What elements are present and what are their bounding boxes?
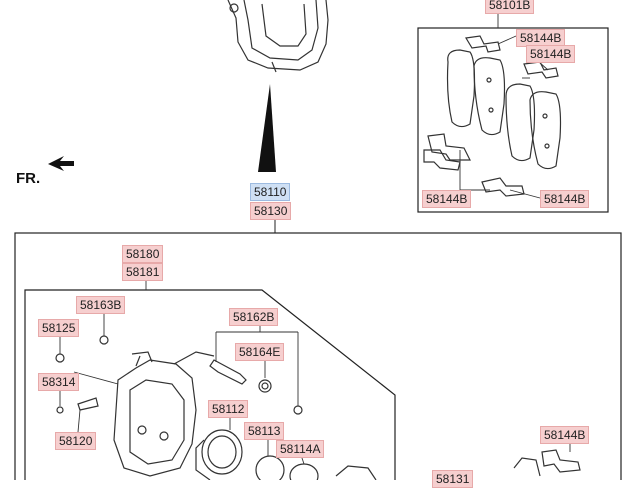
- caliper-assy-box: [14, 232, 622, 480]
- part-label-bolt: 58314: [38, 373, 80, 391]
- leader-lines: [59, 8, 571, 465]
- part-label-pad-clip: 58144B: [516, 29, 566, 47]
- pad-kit-box: [417, 27, 609, 213]
- part-label-seal: 58113: [244, 422, 285, 440]
- part-label-dust-boot: 58114A: [276, 440, 325, 458]
- fr-arrow-icon: [48, 156, 74, 171]
- part-label-kit-top: 58101B: [485, 0, 535, 14]
- part-label-bleeder-bolt: 58163B: [76, 296, 126, 314]
- carrier-box: [24, 289, 396, 480]
- part-label-pad-clip: 58144B: [540, 190, 590, 208]
- front-direction-label: FR.: [16, 170, 41, 187]
- part-label-pad-clip: 58144B: [526, 45, 576, 63]
- part-label-caliper-assy: 58110: [250, 183, 291, 201]
- part-label-guide-pin-bolt: 58162B: [229, 308, 279, 326]
- part-label-bolt: 58120: [55, 432, 97, 450]
- part-label-piston: 58112: [208, 400, 249, 418]
- part-label-pad-kit: 58131: [432, 470, 474, 488]
- part-label-cap: 58125: [38, 319, 80, 337]
- direction-wedge: [258, 84, 276, 172]
- part-label-caliper-assy: 58130: [250, 202, 292, 220]
- part-label-carrier: 58180: [122, 245, 164, 263]
- part-label-carrier: 58181: [122, 263, 164, 281]
- caliper-top-drawing: [227, 0, 329, 73]
- caliper-body-drawing: [55, 335, 581, 480]
- part-label-boot: 58164E: [235, 343, 285, 361]
- part-label-pad-clip: 58144B: [540, 426, 590, 444]
- part-label-pad-clip: 58144B: [422, 190, 472, 208]
